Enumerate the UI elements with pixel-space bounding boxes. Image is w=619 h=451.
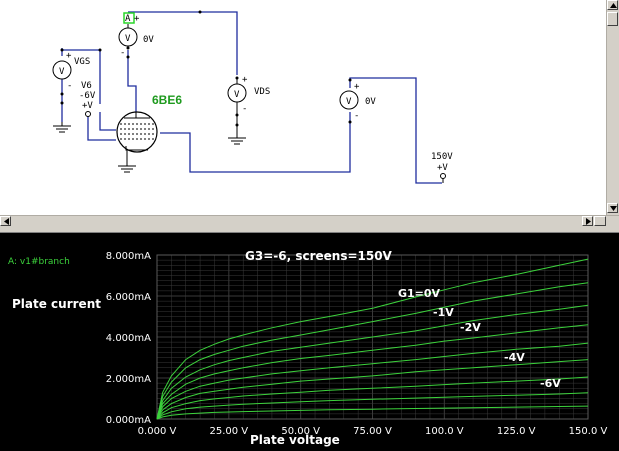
y-tick-label: 8.000mA (106, 251, 151, 262)
axis-ticks: 0.000 V 25.00 V 50.00 V 75.00 V 100.0 V 125.0… (106, 251, 608, 437)
waveform-plot[interactable]: 0.000 V 25.00 V 50.00 V 75.00 V 100.0 V 125.0… (0, 233, 619, 451)
pin-dots (348, 78, 352, 124)
voltmeter-top-icon[interactable] (118, 27, 138, 47)
arrow-right-icon (586, 218, 591, 225)
v6-value: -6V (79, 91, 96, 101)
series-line-5 (156, 359, 589, 420)
x-tick-label: 100.0 V (425, 426, 464, 437)
minus-sign: - (67, 81, 72, 91)
node-a-marker[interactable] (123, 12, 135, 24)
series-line-7 (156, 392, 589, 420)
v6-plus: +V (82, 101, 93, 111)
node-a-label: A (125, 14, 131, 24)
curve-label-minus-4v: -4V (504, 351, 525, 364)
voltmeter-vgs-icon[interactable] (52, 60, 72, 80)
series-line-1 (156, 282, 589, 420)
vertical-scrollbar[interactable] (606, 0, 619, 215)
scrollbar-corner (594, 216, 606, 226)
series-line-6 (156, 376, 589, 420)
pin-dots (126, 10, 202, 59)
x-tick-label: 25.00 V (210, 426, 249, 437)
series-line-0 (156, 258, 589, 420)
ground-icon (118, 160, 136, 173)
supply-value: 150V (431, 152, 453, 162)
minus-sign: - (120, 48, 125, 58)
x-axis-label: Plate voltage (250, 433, 340, 447)
plus-sign: + (354, 82, 360, 92)
vds-label: VDS (254, 87, 270, 97)
scroll-right-button[interactable] (582, 216, 593, 226)
plot-pane[interactable]: 0.000 V 25.00 V 50.00 V 75.00 V 100.0 V 125.0… (0, 233, 619, 451)
arrow-left-icon (4, 218, 9, 225)
schematic-drawing[interactable]: A + V 0V - V + VGS - V6 -6V +V 6BE6 (0, 0, 606, 215)
x-tick-label: 150.0 V (569, 426, 608, 437)
v6-source-icon[interactable] (85, 111, 91, 117)
curve-label-g1-0v: G1=0V (398, 287, 441, 300)
ground-icon (53, 122, 71, 133)
pin-dots (60, 48, 102, 105)
plus-sign: + (66, 51, 72, 61)
meter-top-reading: 0V (143, 35, 154, 45)
pane-splitter[interactable] (0, 227, 619, 233)
y-tick-label: 2.000mA (106, 374, 151, 385)
curve-label-minus-6v: -6V (540, 377, 561, 390)
x-tick-label: 50.00 V (281, 426, 320, 437)
ground-icon (228, 128, 246, 145)
scroll-left-button[interactable] (0, 216, 11, 226)
arrow-up-icon (610, 3, 617, 8)
plot-title: G3=-6, screens=150V (245, 249, 392, 263)
y-tick-label: 4.000mA (106, 333, 151, 344)
supply-source-icon[interactable] (440, 173, 446, 179)
arrow-down-icon (610, 206, 617, 211)
tube-6be6-icon[interactable] (116, 111, 158, 160)
voltmeter-glyph: V (234, 90, 240, 100)
plot-frame (156, 254, 589, 420)
traces (156, 258, 589, 420)
curve-label-minus-2v: -2V (460, 321, 481, 334)
voltmeter-right-icon[interactable] (339, 90, 359, 110)
x-tick-label: 0.000 V (138, 426, 177, 437)
scroll-up-button[interactable] (607, 0, 618, 10)
tube-label: 6BE6 (152, 93, 182, 107)
series-line-8 (156, 405, 589, 420)
y-tick-label: 6.000mA (106, 292, 151, 303)
trace-name[interactable]: A: v1#branch (8, 257, 70, 267)
x-tick-label: 75.00 V (353, 426, 392, 437)
vgs-label: VGS (74, 57, 90, 67)
series-line-2 (156, 304, 589, 420)
meter-right-reading: 0V (365, 97, 376, 107)
vertical-scroll-thumb[interactable] (607, 12, 618, 26)
supply-plus: +V (437, 163, 448, 173)
minus-sign: - (354, 111, 359, 121)
schematic-canvas[interactable]: A + V 0V - V + VGS - V6 -6V +V 6BE6 (0, 0, 619, 233)
voltmeter-glyph: V (125, 34, 131, 44)
v6-label: V6 (81, 81, 92, 91)
plot-grid (156, 254, 589, 420)
minus-sign: - (242, 104, 247, 114)
horizontal-scrollbar[interactable] (0, 215, 619, 227)
x-tick-label: 125.0 V (497, 426, 536, 437)
plus-sign: + (134, 14, 140, 24)
series-line-3 (156, 324, 589, 420)
y-axis-label: Plate current (12, 297, 101, 311)
voltmeter-glyph: V (346, 97, 352, 107)
voltmeter-glyph: V (59, 67, 65, 77)
curve-label-minus-1v: -1V (433, 306, 454, 319)
series-line-4 (156, 342, 589, 420)
y-tick-label: 0.000mA (106, 415, 151, 426)
plus-sign: + (242, 75, 248, 85)
scroll-down-button[interactable] (607, 203, 618, 213)
